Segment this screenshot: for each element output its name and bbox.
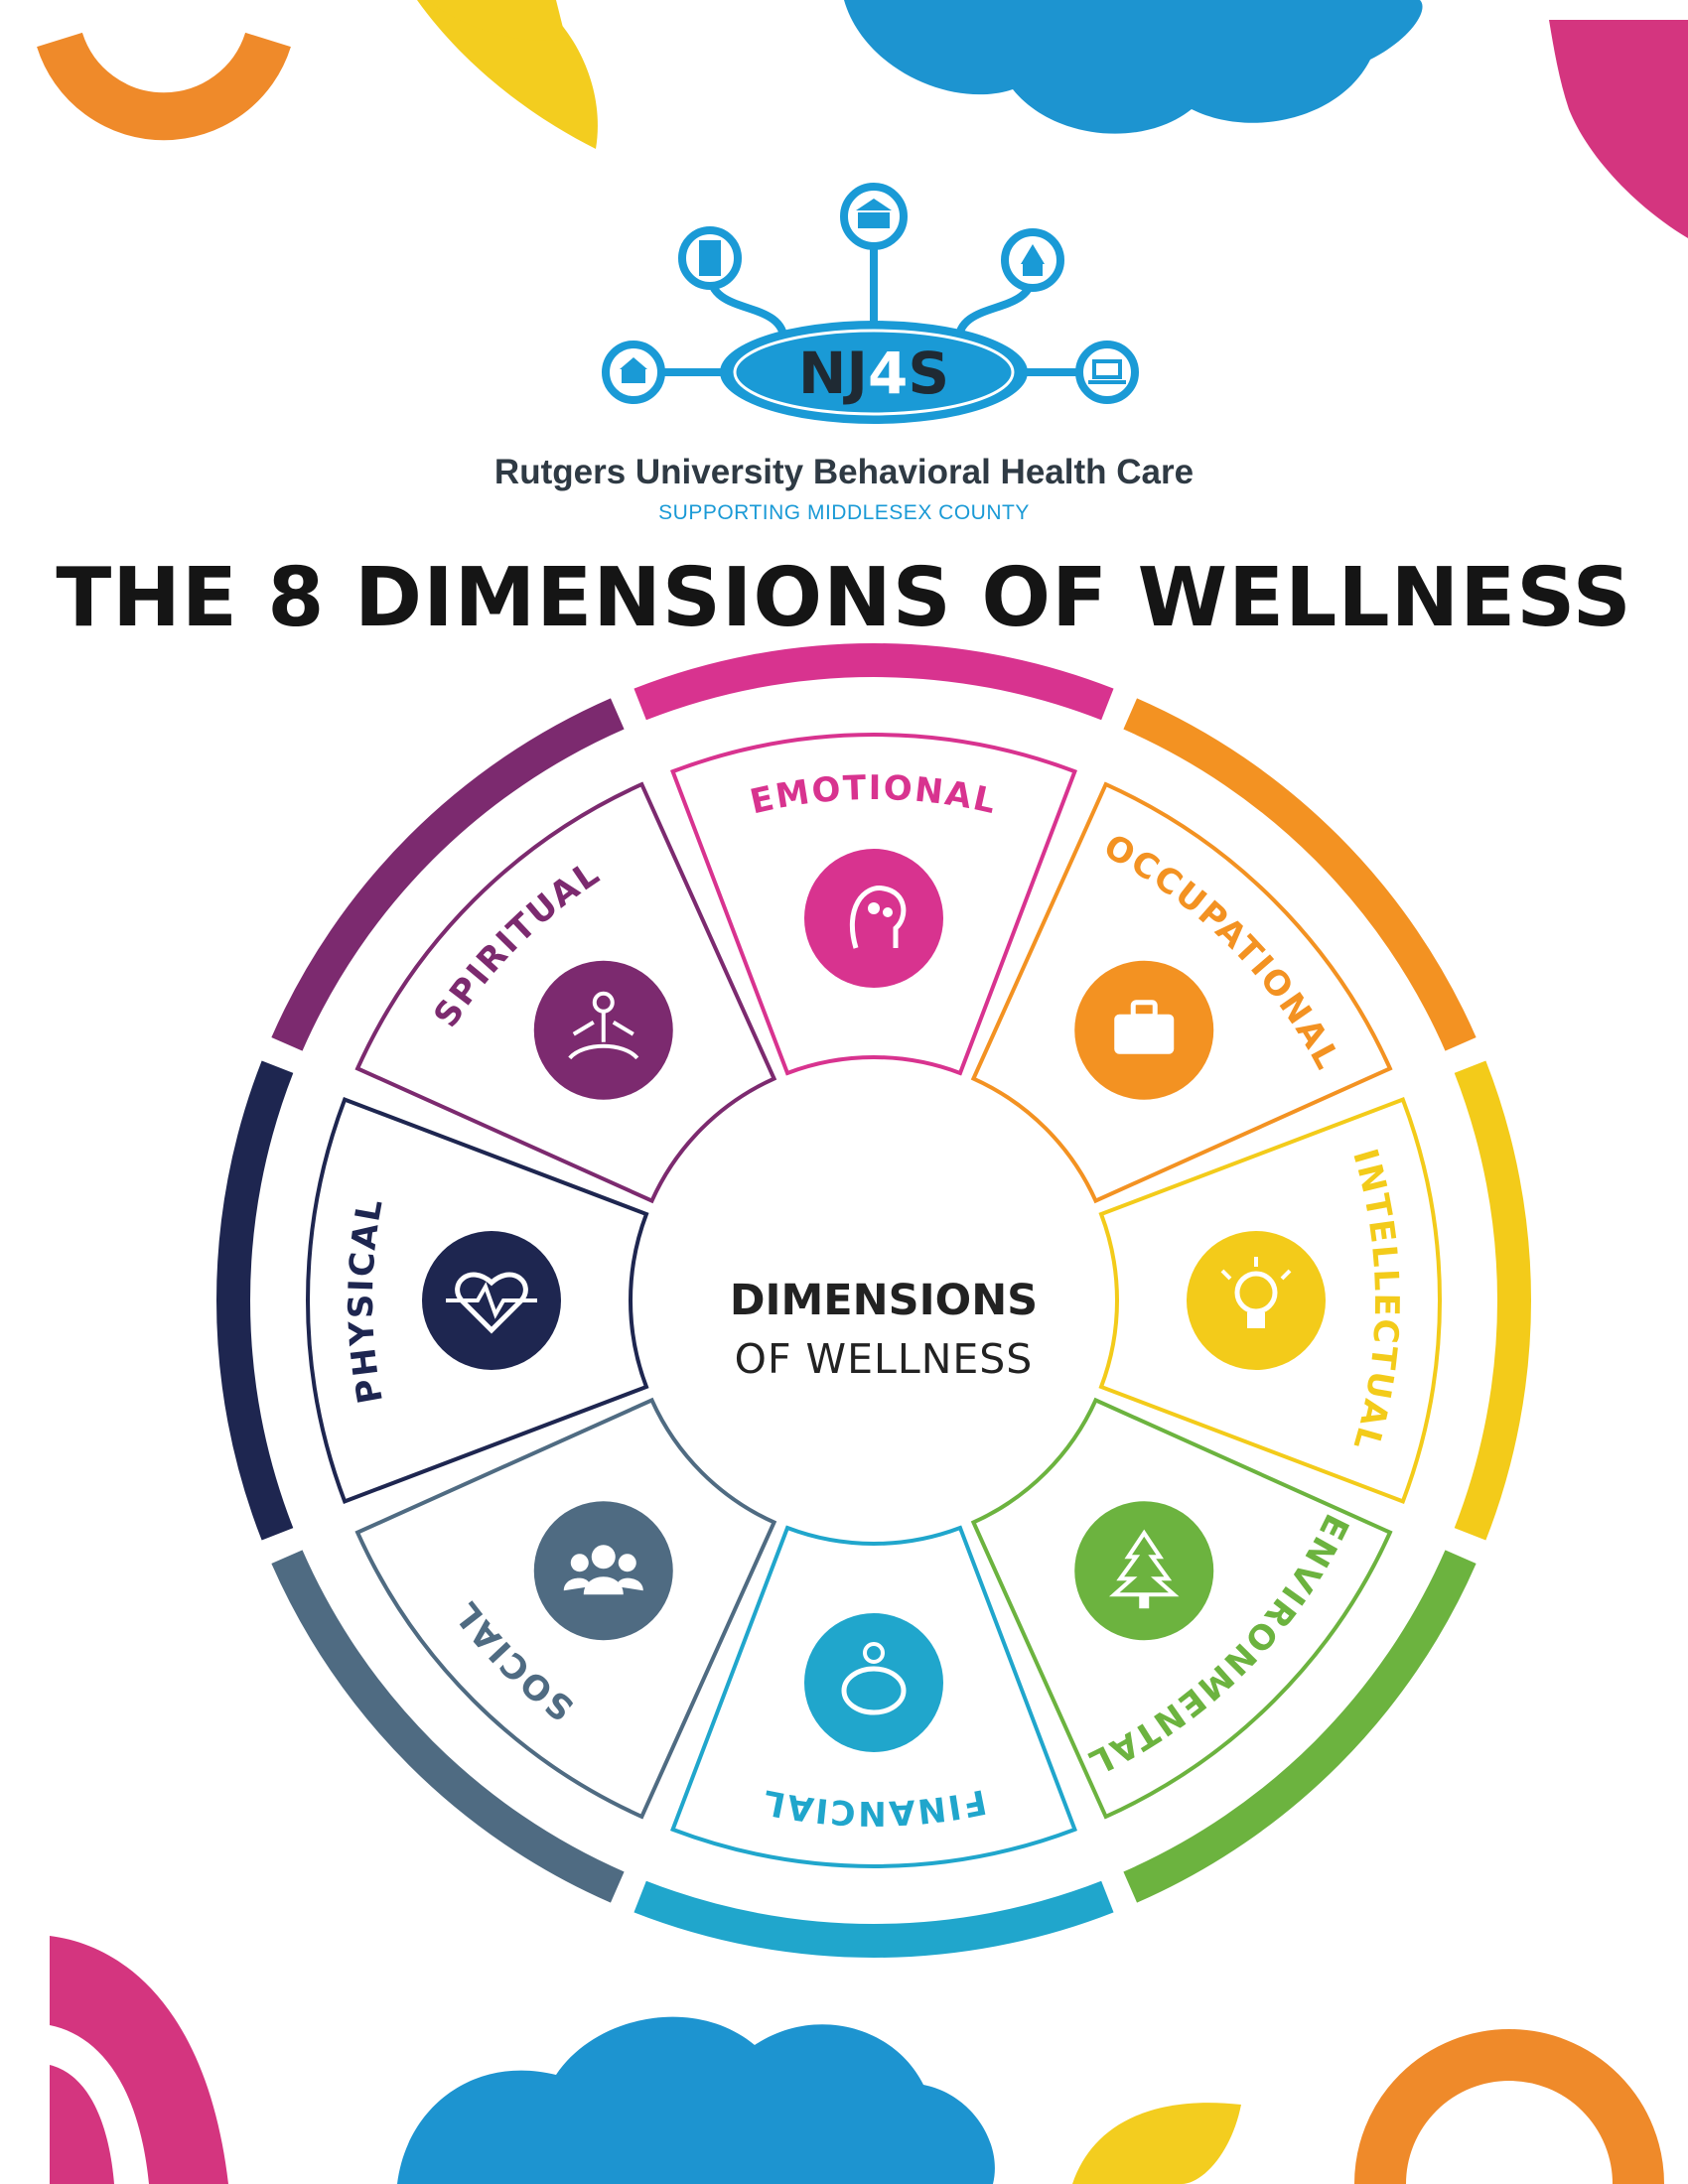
segment-icon-circle: [804, 849, 943, 988]
dimension-segment-occupational: OCCUPATIONAL: [970, 698, 1477, 1204]
yellow-leaf-top-left-2: [427, 0, 566, 41]
corner-decorations: [37, 0, 1688, 2184]
school-icon: [620, 357, 647, 383]
wellness-wheel: EMOTIONALOCCUPATIONALINTELLECTUALENVIRON…: [216, 643, 1531, 1959]
segment-band: [271, 1550, 625, 1903]
magenta-arc-bottom-left: [50, 1936, 228, 2184]
segment-band: [1123, 698, 1477, 1051]
piggy-bank-icon: [841, 1642, 907, 1715]
magenta-arc-bottom-left-2: [50, 2065, 114, 2184]
segment-icon-circle: [1074, 1501, 1214, 1641]
yellow-leaf-bottom: [1072, 2103, 1241, 2184]
courthouse-icon: [856, 199, 892, 228]
blue-cloud-bottom: [397, 2016, 995, 2184]
dimension-segment-emotional: EMOTIONAL: [633, 643, 1114, 1076]
magenta-arc-top-right: [1549, 20, 1688, 238]
office-building-icon: [699, 240, 721, 276]
nj4s-logo: NJ4S: [602, 183, 1139, 424]
blue-cloud-top: [844, 0, 1423, 134]
church-icon: [1021, 244, 1045, 276]
segment-band: [1454, 1060, 1531, 1541]
head-brain-icon: [849, 886, 907, 949]
segment-band: [633, 643, 1114, 721]
briefcase-icon: [1114, 1000, 1175, 1054]
heart-pulse-icon: [446, 1272, 537, 1334]
segment-band: [1123, 1550, 1477, 1903]
meditation-icon: [568, 991, 639, 1060]
segment-icon-circle: [804, 1613, 943, 1752]
segment-icon-circle: [533, 1501, 673, 1641]
segment-band: [216, 1060, 294, 1541]
organization-subtitle: SUPPORTING MIDDLESEX COUNTY: [658, 501, 1030, 524]
segment-icon-circle: [1187, 1231, 1326, 1370]
dimension-segment-financial: FINANCIAL: [633, 1525, 1114, 1959]
wheel-center-subtitle: OF WELLNESS: [734, 1335, 1034, 1383]
segment-band: [633, 1880, 1114, 1959]
dimension-segment-physical: PHYSICAL: [216, 1060, 649, 1541]
pine-tree-icon: [1108, 1529, 1180, 1609]
wheel-hub: [634, 1061, 1113, 1540]
dimension-segment-intellectual: INTELLECTUAL: [1098, 1060, 1531, 1541]
orange-ring-bottom-right: [1354, 2029, 1664, 2184]
dimension-segment-environmental: ENVIRONMENTAL: [970, 1397, 1477, 1903]
laptop-icon: [1088, 359, 1126, 384]
orange-ring-top-left: [37, 32, 291, 141]
organization-name: Rutgers University Behavioral Health Car…: [493, 453, 1195, 491]
segment-band: [271, 698, 625, 1051]
page-title: THE 8 DIMENSIONS OF WELLNESS: [56, 551, 1632, 645]
lightbulb-icon: [1220, 1257, 1292, 1328]
dimension-segment-spiritual: SPIRITUAL: [271, 698, 777, 1204]
wheel-center-title: DIMENSIONS: [729, 1276, 1039, 1325]
group-icon: [563, 1545, 643, 1595]
logo-wordmark: NJ4S: [798, 340, 949, 407]
